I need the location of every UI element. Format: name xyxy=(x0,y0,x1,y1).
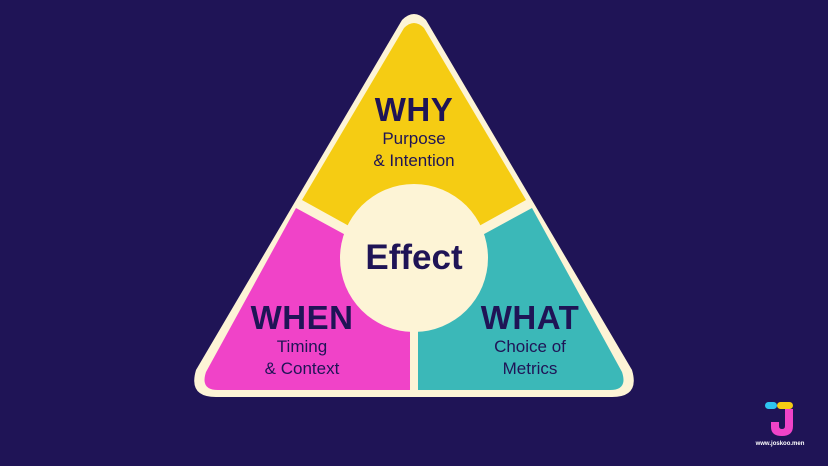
j-logo-icon xyxy=(765,402,793,436)
what-label: WHAT Choice of Metrics xyxy=(481,300,580,380)
why-line-2: & Intention xyxy=(373,151,455,170)
why-title: WHY xyxy=(374,91,454,128)
why-segment xyxy=(302,23,526,262)
what-title: WHAT xyxy=(480,299,580,336)
when-line-2: & Context xyxy=(264,359,340,378)
when-title: WHEN xyxy=(250,299,354,336)
when-line-1: Timing xyxy=(276,337,328,356)
center-label: Effect xyxy=(365,238,463,277)
center-circle xyxy=(340,184,488,332)
why-line-1: Purpose xyxy=(382,129,446,148)
brand-logo: www.joskoo.men xyxy=(745,400,815,447)
why-label: WHY Purpose & Intention xyxy=(373,92,454,172)
when-label: WHEN Timing & Context xyxy=(251,300,354,380)
what-line-2: Metrics xyxy=(502,359,558,378)
brand-url: www.joskoo.men xyxy=(755,441,805,447)
what-line-1: Choice of xyxy=(494,337,566,356)
